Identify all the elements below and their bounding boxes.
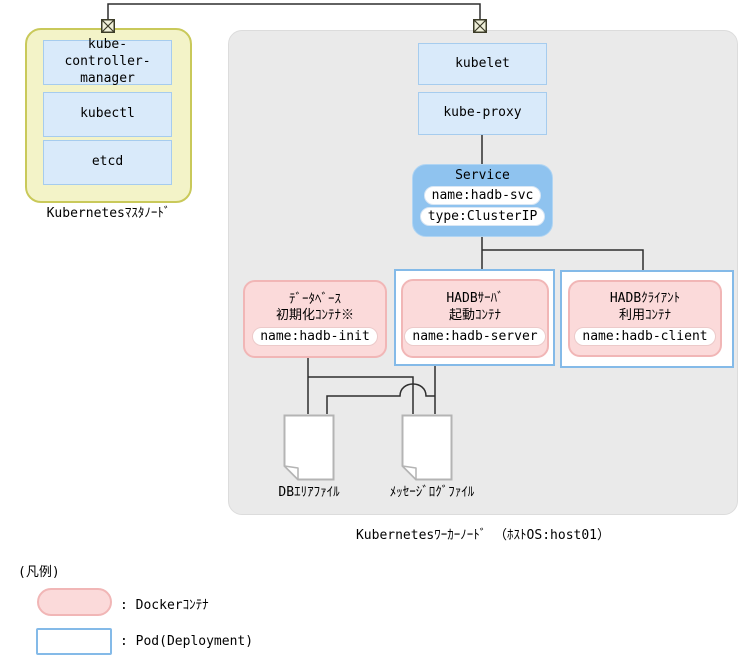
- box-kube-controller-manager: kube-controller-manager: [43, 37, 172, 86]
- container-hadb-server-title1: HADBｻｰﾊﾞ: [446, 291, 504, 307]
- container-hadb-server: HADBｻｰﾊﾞ 起動ｺﾝﾃﾅ name:hadb-server: [401, 279, 549, 358]
- connector-master-worker-network: [107, 3, 481, 21]
- box-kube-proxy: kube-proxy: [418, 92, 547, 135]
- db-area-file-label: DBｴﾘｱﾌｧｲﾙ: [278, 485, 340, 500]
- box-etcd: etcd: [43, 140, 172, 185]
- legend-pod-swatch: [36, 628, 112, 655]
- worker-node-label: Kubernetesﾜｰｶｰﾉｰﾄﾞ （ﾎｽﾄOS:host01）: [355, 528, 611, 543]
- container-hadb-init: ﾃﾞｰﾀﾍﾞｰｽ 初期化ｺﾝﾃﾅ※ name:hadb-init: [243, 280, 387, 358]
- box-etcd-label: etcd: [91, 154, 124, 170]
- container-hadb-client-name-tag: name:hadb-client: [574, 326, 716, 346]
- container-hadb-init-title1: ﾃﾞｰﾀﾍﾞｰｽ: [289, 291, 341, 307]
- container-hadb-server-name-tag: name:hadb-server: [404, 326, 546, 346]
- container-hadb-init-title2: 初期化ｺﾝﾃﾅ※: [275, 308, 354, 323]
- box-kube-controller-manager-label: kube-controller-manager: [64, 37, 151, 86]
- box-kubectl-label: kubectl: [80, 106, 135, 122]
- service-name-tag: name:hadb-svc: [423, 186, 542, 205]
- box-kubectl: kubectl: [43, 92, 172, 137]
- legend-docker-container-swatch: [37, 588, 112, 616]
- legend-title: (凡例): [18, 565, 60, 580]
- box-kube-proxy-label: kube-proxy: [443, 105, 522, 121]
- container-hadb-server-title2: 起動ｺﾝﾃﾅ: [448, 307, 501, 323]
- legend-pod-label: : Pod(Deployment): [120, 634, 254, 649]
- network-endpoint-worker-icon: [473, 19, 487, 33]
- master-node-label: Kubernetesﾏｽﾀﾉｰﾄﾞ: [46, 206, 171, 221]
- service-type-tag: type:ClusterIP: [419, 207, 546, 226]
- network-endpoint-master-icon: [101, 19, 115, 33]
- db-area-file-icon: [283, 414, 335, 481]
- message-log-file-icon: [401, 414, 453, 481]
- legend-docker-container-label: : Dockerｺﾝﾃﾅ: [120, 598, 209, 613]
- container-hadb-client: HADBｸﾗｲｱﾝﾄ 利用ｺﾝﾃﾅ name:hadb-client: [568, 280, 722, 357]
- container-hadb-client-title1: HADBｸﾗｲｱﾝﾄ: [609, 291, 681, 307]
- service-box: Service name:hadb-svc type:ClusterIP: [412, 164, 553, 237]
- service-title: Service: [455, 168, 510, 183]
- box-kubelet: kubelet: [418, 43, 547, 85]
- container-hadb-client-title2: 利用ｺﾝﾃﾅ: [618, 307, 671, 323]
- box-kubelet-label: kubelet: [455, 55, 510, 71]
- message-log-file-label: ﾒｯｾｰｼﾞﾛｸﾞﾌｧｲﾙ: [389, 485, 475, 500]
- container-hadb-init-name-tag: name:hadb-init: [252, 327, 378, 347]
